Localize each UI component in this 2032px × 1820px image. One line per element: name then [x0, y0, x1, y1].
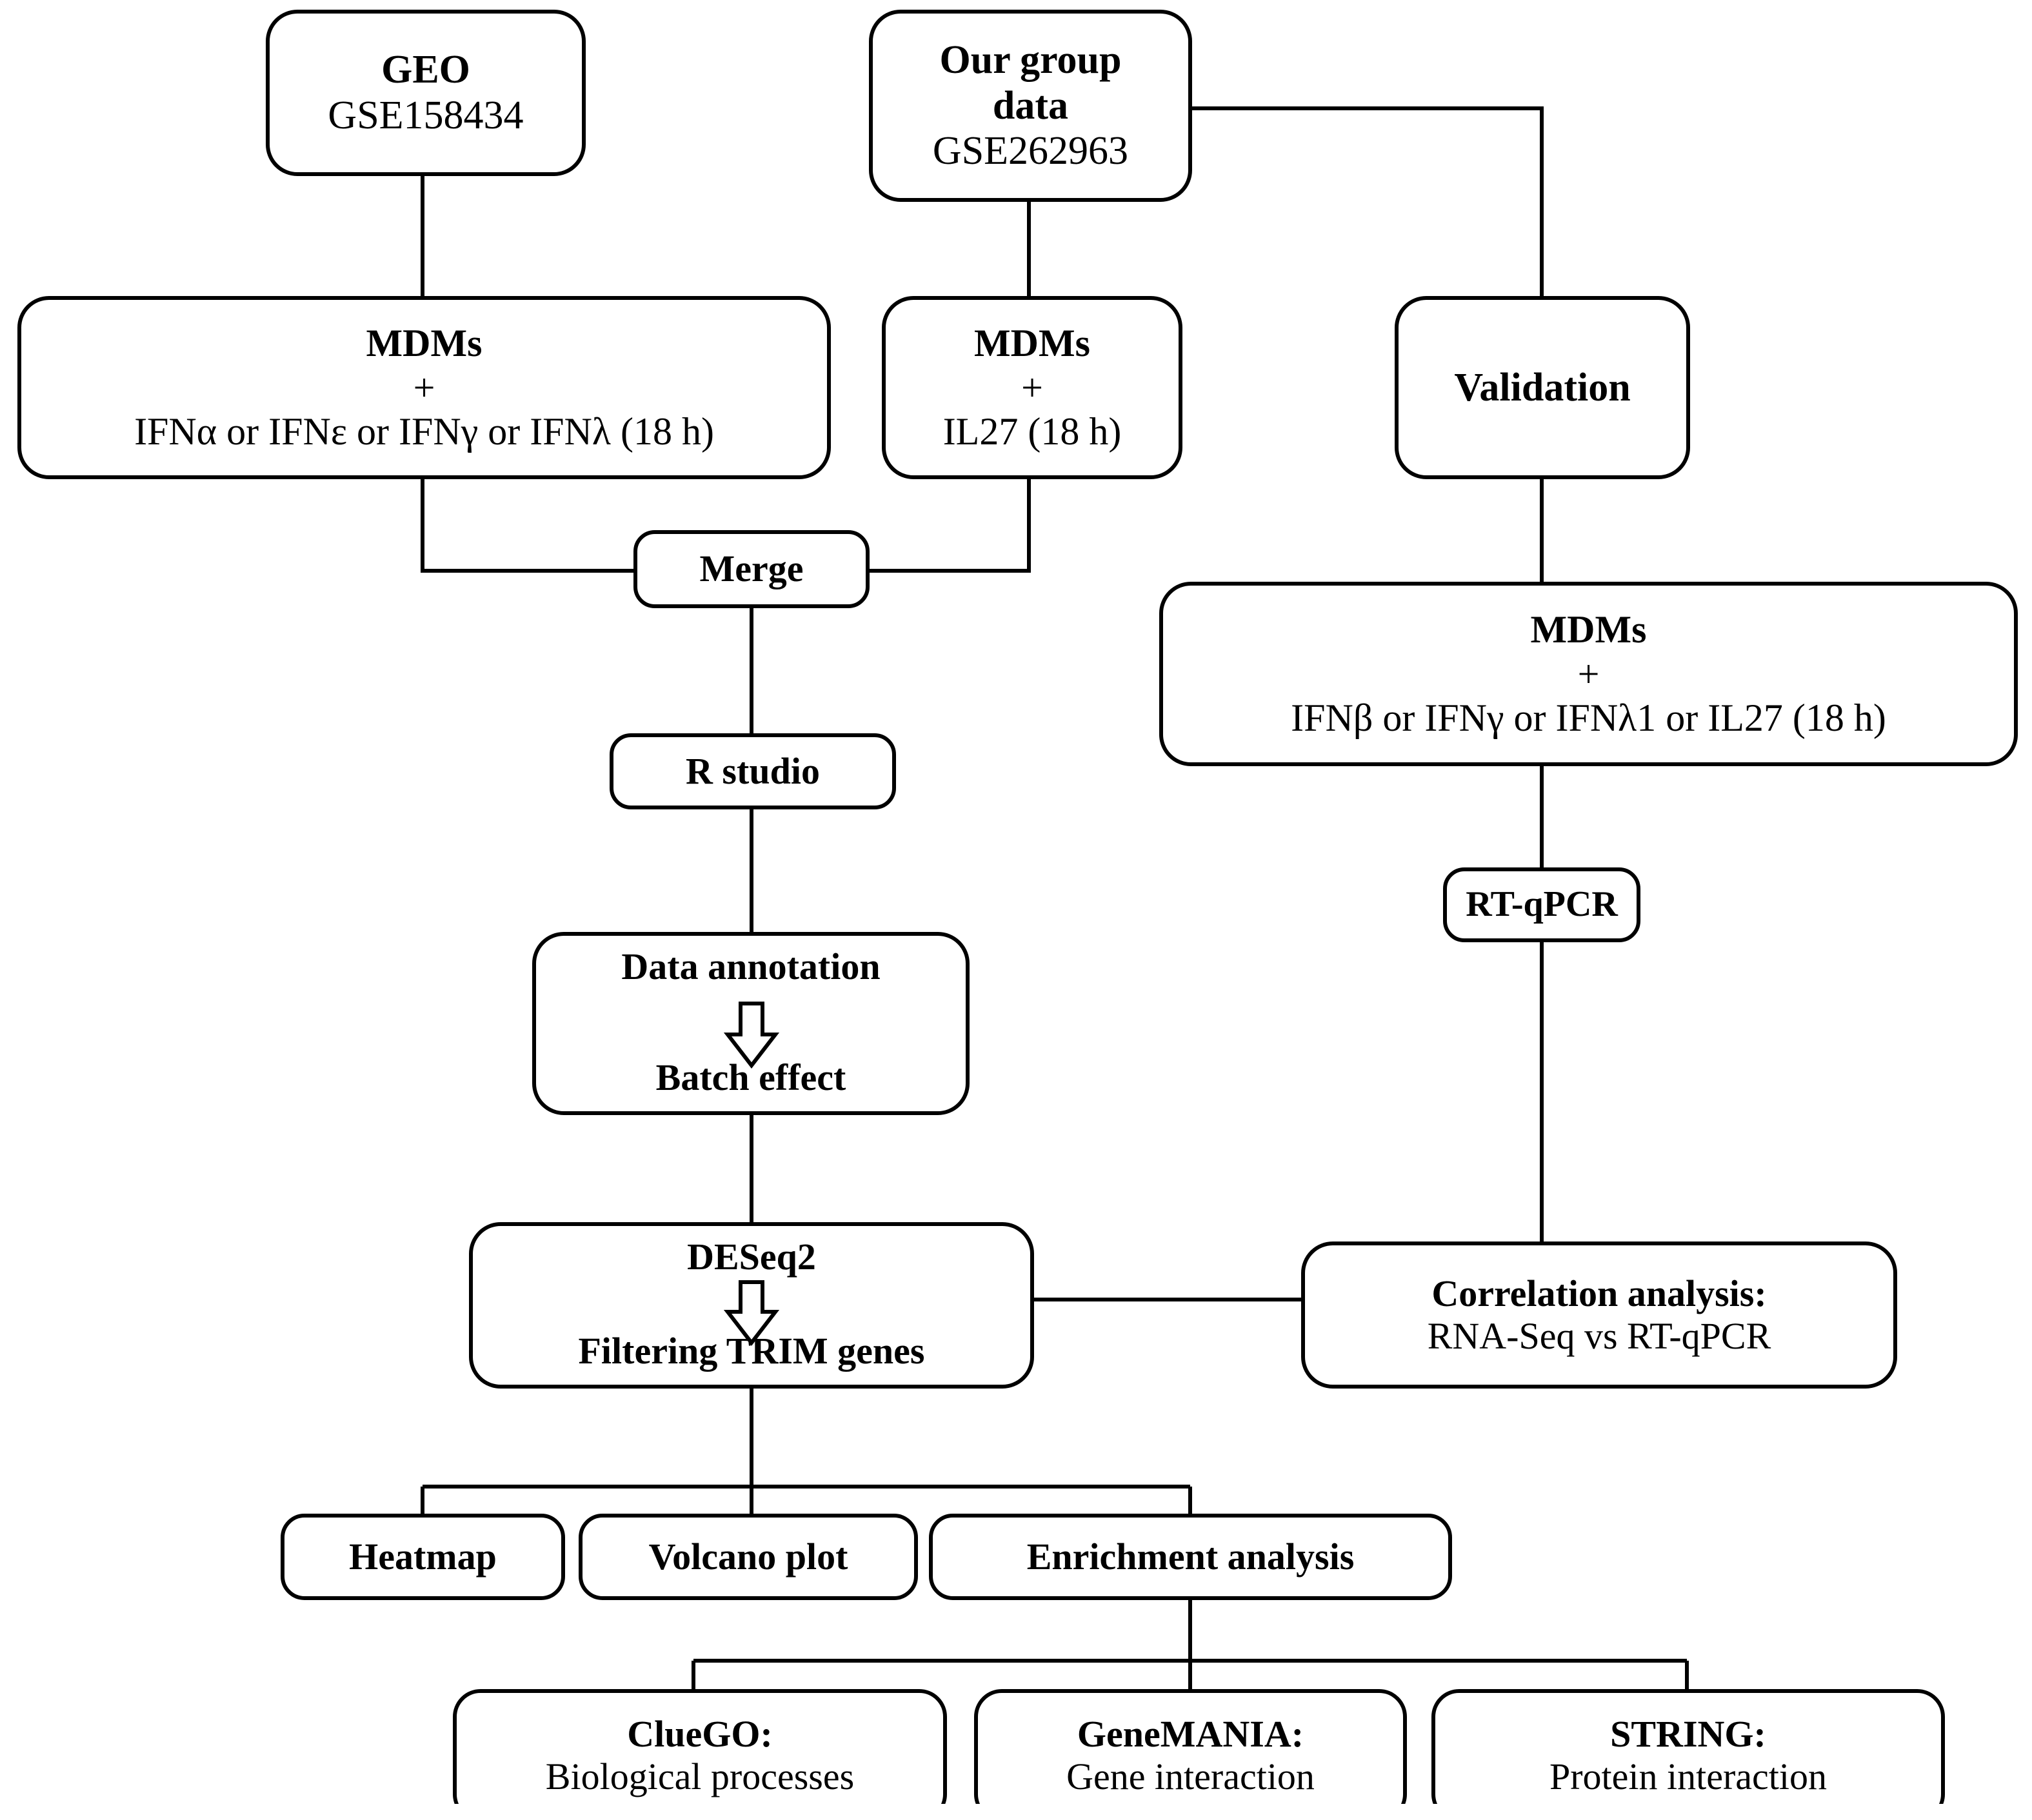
mdms-ifn-treatment-box[interactable]: [17, 296, 831, 479]
connector-mdms-il27-to-merge: [868, 477, 1031, 573]
volcano-plot-box[interactable]: [579, 1514, 918, 1600]
mdms-il27-treatment-box[interactable]: [882, 296, 1182, 479]
connector-mdms-ifn-to-merge: [421, 477, 635, 573]
down-arrow-icon-annotation: [723, 1002, 780, 1069]
validation-box[interactable]: [1395, 296, 1690, 479]
heatmap-box[interactable]: [281, 1514, 565, 1600]
correlation-analysis-box[interactable]: [1301, 1241, 1897, 1389]
mdms-validation-treatment-box[interactable]: [1159, 582, 2018, 766]
node-box-layer: [17, 10, 2018, 1804]
r-studio-box[interactable]: [610, 733, 896, 809]
down-arrow-icon-deseq2: [723, 1280, 780, 1346]
inline-arrow-layer: [723, 1002, 780, 1346]
string-box[interactable]: [1431, 1689, 1945, 1804]
enrichment-analysis-box[interactable]: [929, 1514, 1452, 1600]
our-group-data-source-box[interactable]: [869, 10, 1192, 202]
genemania-box[interactable]: [974, 1689, 1407, 1804]
connector-layer: [421, 106, 1689, 1693]
cluego-box[interactable]: [453, 1689, 947, 1804]
rt-qpcr-box[interactable]: [1443, 867, 1640, 942]
connector-ourgroup-to-validation: [1190, 106, 1544, 298]
merge-box[interactable]: [633, 530, 870, 608]
geo-source-box[interactable]: [266, 10, 586, 176]
